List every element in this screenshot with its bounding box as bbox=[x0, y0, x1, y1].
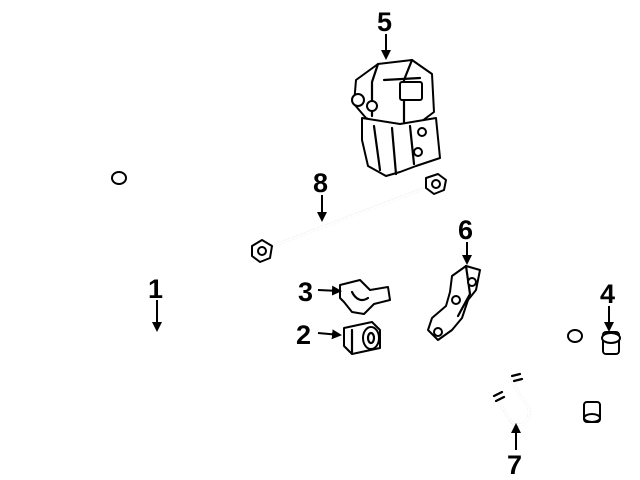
actuator-assembly bbox=[351, 58, 441, 177]
callout-label-5: 5 bbox=[377, 7, 392, 37]
callout-arrows bbox=[152, 34, 614, 450]
callout-arrow-2 bbox=[317, 329, 342, 340]
callout-label-3: 3 bbox=[298, 277, 313, 307]
callout-label-7: 7 bbox=[507, 450, 522, 480]
mounting-bracket bbox=[427, 264, 481, 341]
link-rod bbox=[251, 173, 447, 263]
stabilizer-link bbox=[583, 331, 621, 423]
callout-arrow-3 bbox=[317, 285, 342, 296]
callout-label-2: 2 bbox=[296, 320, 311, 350]
callout-label-8: 8 bbox=[313, 168, 328, 198]
callout-label-6: 6 bbox=[458, 215, 473, 245]
callout-label-4: 4 bbox=[600, 279, 615, 309]
callout-label-1: 1 bbox=[148, 274, 163, 304]
bushing-clamp bbox=[339, 279, 391, 315]
u-bolt bbox=[492, 372, 531, 427]
callout-labels: 1 2 3 4 5 6 7 8 bbox=[148, 7, 615, 480]
stabilizer-bar bbox=[29, 171, 583, 398]
stabilizer-bushing bbox=[343, 321, 381, 355]
